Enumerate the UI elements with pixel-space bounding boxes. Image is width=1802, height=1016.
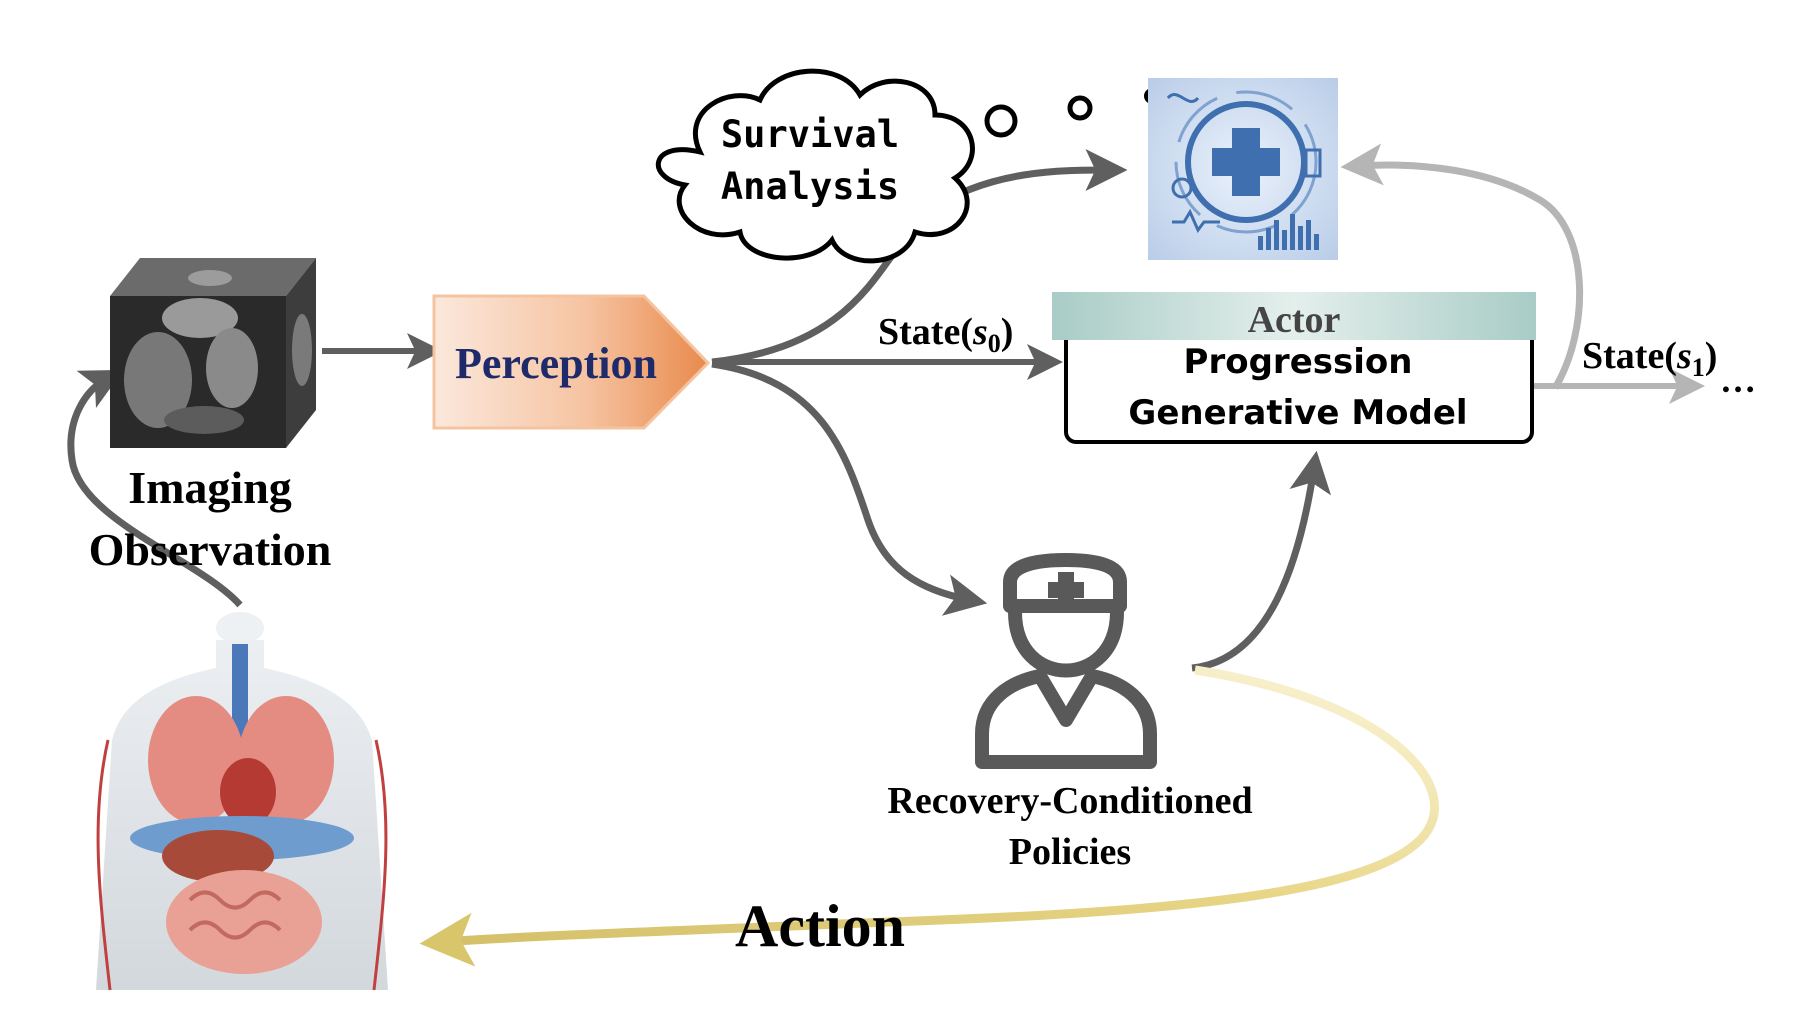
arrow-actor-to-survival bbox=[1340, 143, 1584, 390]
state-s0-label: State(s0) bbox=[878, 311, 1013, 358]
doctor-cross-icon bbox=[1048, 572, 1084, 608]
actor-line-1: Progression bbox=[1184, 342, 1413, 382]
state-s1-label: State(s1) bbox=[1582, 335, 1717, 382]
ct-volume-cube-icon bbox=[110, 258, 316, 448]
survival-analysis-cloud: Survival Analysis bbox=[655, 68, 975, 264]
arrow-policies-to-actor bbox=[1191, 450, 1332, 672]
doctor-icon bbox=[975, 553, 1157, 769]
actor-block: Actor Progression Generative Model bbox=[1052, 292, 1536, 444]
policies-label-line-2: Policies bbox=[1009, 831, 1131, 873]
human-anatomy-icon bbox=[96, 612, 388, 991]
perception-label: Perception bbox=[455, 339, 657, 388]
survival-analysis-dashboard-icon bbox=[1148, 78, 1338, 260]
perception-block: Perception bbox=[432, 294, 711, 430]
arrow-body-to-imaging bbox=[67, 369, 243, 608]
thought-bubble-large bbox=[984, 104, 1018, 138]
cloud-line-1: Survival bbox=[721, 113, 899, 156]
policies-label-line-1: Recovery-Conditioned bbox=[887, 780, 1252, 822]
action-label: Action bbox=[735, 893, 905, 959]
actor-line-2: Generative Model bbox=[1128, 393, 1467, 433]
imaging-label-line-2: Observation bbox=[89, 524, 332, 575]
imaging-label-line-1: Imaging bbox=[128, 462, 292, 513]
arrow-action bbox=[419, 665, 1440, 967]
thought-bubble-medium bbox=[1067, 95, 1093, 121]
continuation-ellipsis: … bbox=[1720, 360, 1756, 400]
actor-header: Actor bbox=[1248, 299, 1341, 341]
arrow-perception-to-policies bbox=[711, 360, 988, 616]
cloud-line-2: Analysis bbox=[721, 165, 899, 208]
